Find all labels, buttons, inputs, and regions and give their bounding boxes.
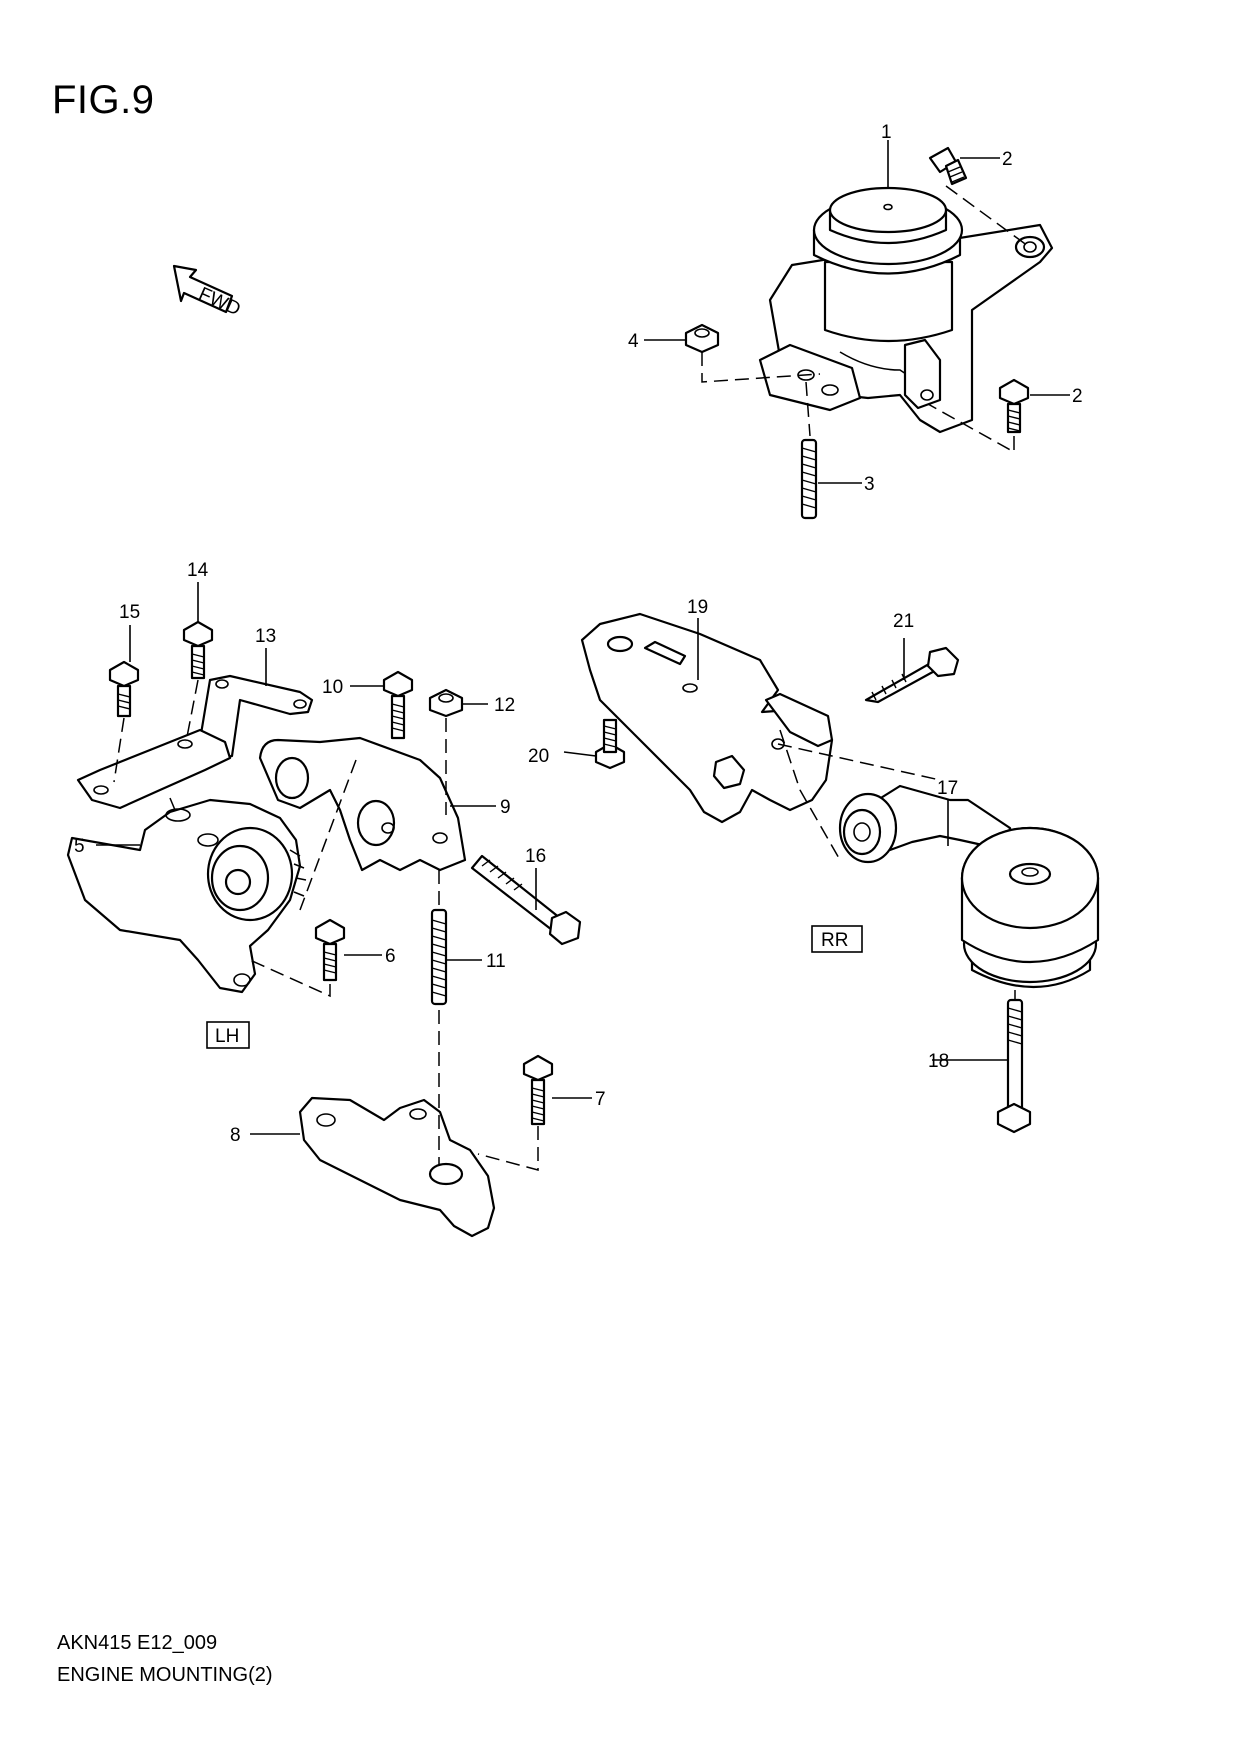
callout-11: 11 [486,951,506,972]
part-19-bracket [580,612,834,824]
callout-20: 20 [528,746,549,767]
part-15-bracket-plate [76,728,232,810]
part-7-bolt [522,1054,554,1126]
callout-16: 16 [525,846,546,867]
callout-19: 19 [687,597,708,618]
part-14-bolt [182,620,214,680]
diagram-code: AKN415 E12_009 [57,1632,218,1654]
fwd-arrow-label: FWD [195,284,243,321]
callout-9: 9 [500,797,511,818]
callout-12: 12 [494,695,515,716]
callout-18: 18 [928,1051,949,1072]
callout-7: 7 [595,1089,606,1110]
callout-6: 6 [385,946,396,967]
part-5-transmission-mount [66,798,307,994]
part-8-bracket [298,1096,496,1238]
part-9-bracket [258,736,467,872]
callout-8: 8 [230,1125,241,1146]
callout-13: 13 [255,626,276,647]
part-16-bolt [470,854,582,946]
part-12-nut [428,688,464,718]
diagram-caption: ENGINE MOUNTING(2) [57,1664,273,1686]
part-1-engine-mount [758,186,1054,434]
fwd-arrow-icon: FWD [172,264,244,321]
part-6-bolt [314,918,346,982]
callout-17: 17 [937,778,958,799]
callout-14: 14 [187,560,209,581]
part-15-bolt [108,660,140,718]
figure-title: FIG.9 [52,78,155,122]
view-label-rr-text: RR [821,930,848,951]
callout-5: 5 [74,836,85,857]
view-label-rr: RR [811,925,863,953]
part-20-bolt [594,718,626,770]
assembly-lines [113,185,1029,1171]
part-2-bolt-lower [998,378,1030,434]
callout-1: 1 [881,122,892,143]
callout-2-upper: 2 [1002,149,1013,170]
part-4-nut [684,323,720,354]
callout-4: 4 [628,331,639,352]
view-label-lh-text: LH [215,1026,239,1047]
part-2-bolt-upper [928,146,968,186]
part-17-mount [838,784,1100,989]
part-18-bolt [996,998,1032,1134]
callout-15: 15 [119,602,140,623]
part-11-stud [430,908,448,1006]
part-3-stud [800,438,818,520]
callout-10: 10 [322,677,343,698]
part-21-bolt [864,646,960,704]
callout-3: 3 [864,474,875,495]
part-10-bolt [382,670,414,740]
callout-21: 21 [893,611,914,632]
leader-lines [96,140,1070,1135]
callout-2-lower: 2 [1072,386,1083,407]
view-label-lh: LH [206,1021,250,1049]
